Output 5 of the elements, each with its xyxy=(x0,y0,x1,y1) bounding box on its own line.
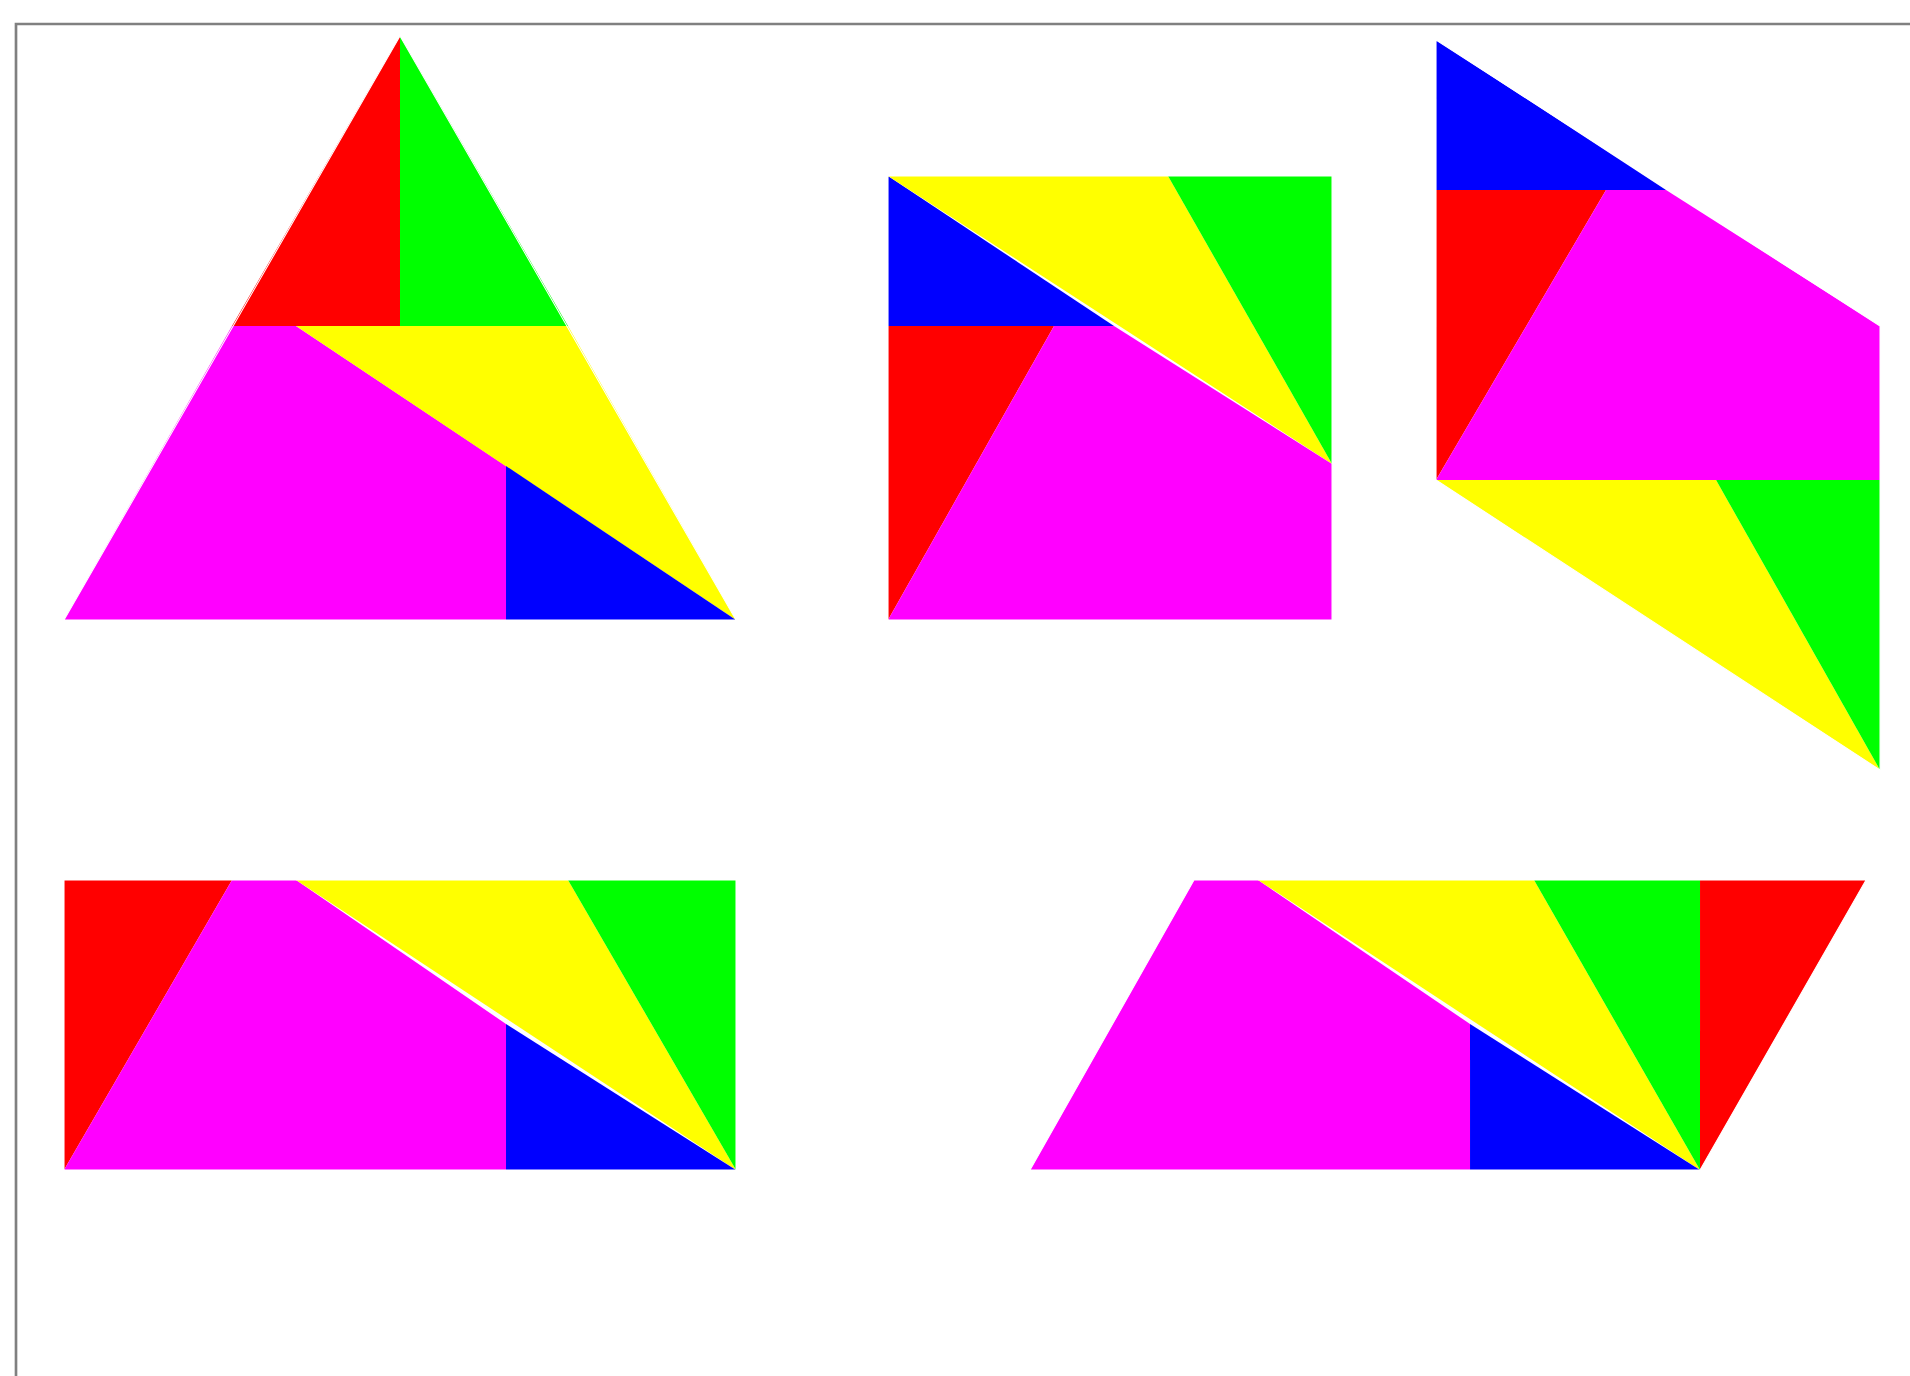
square-drawing xyxy=(887,175,1333,621)
parallelogram-drawing xyxy=(1435,39,1881,771)
parallelogram-drawing xyxy=(1029,879,1867,1171)
rectangle-drawing xyxy=(63,879,737,1171)
triangle-drawing xyxy=(63,35,737,621)
